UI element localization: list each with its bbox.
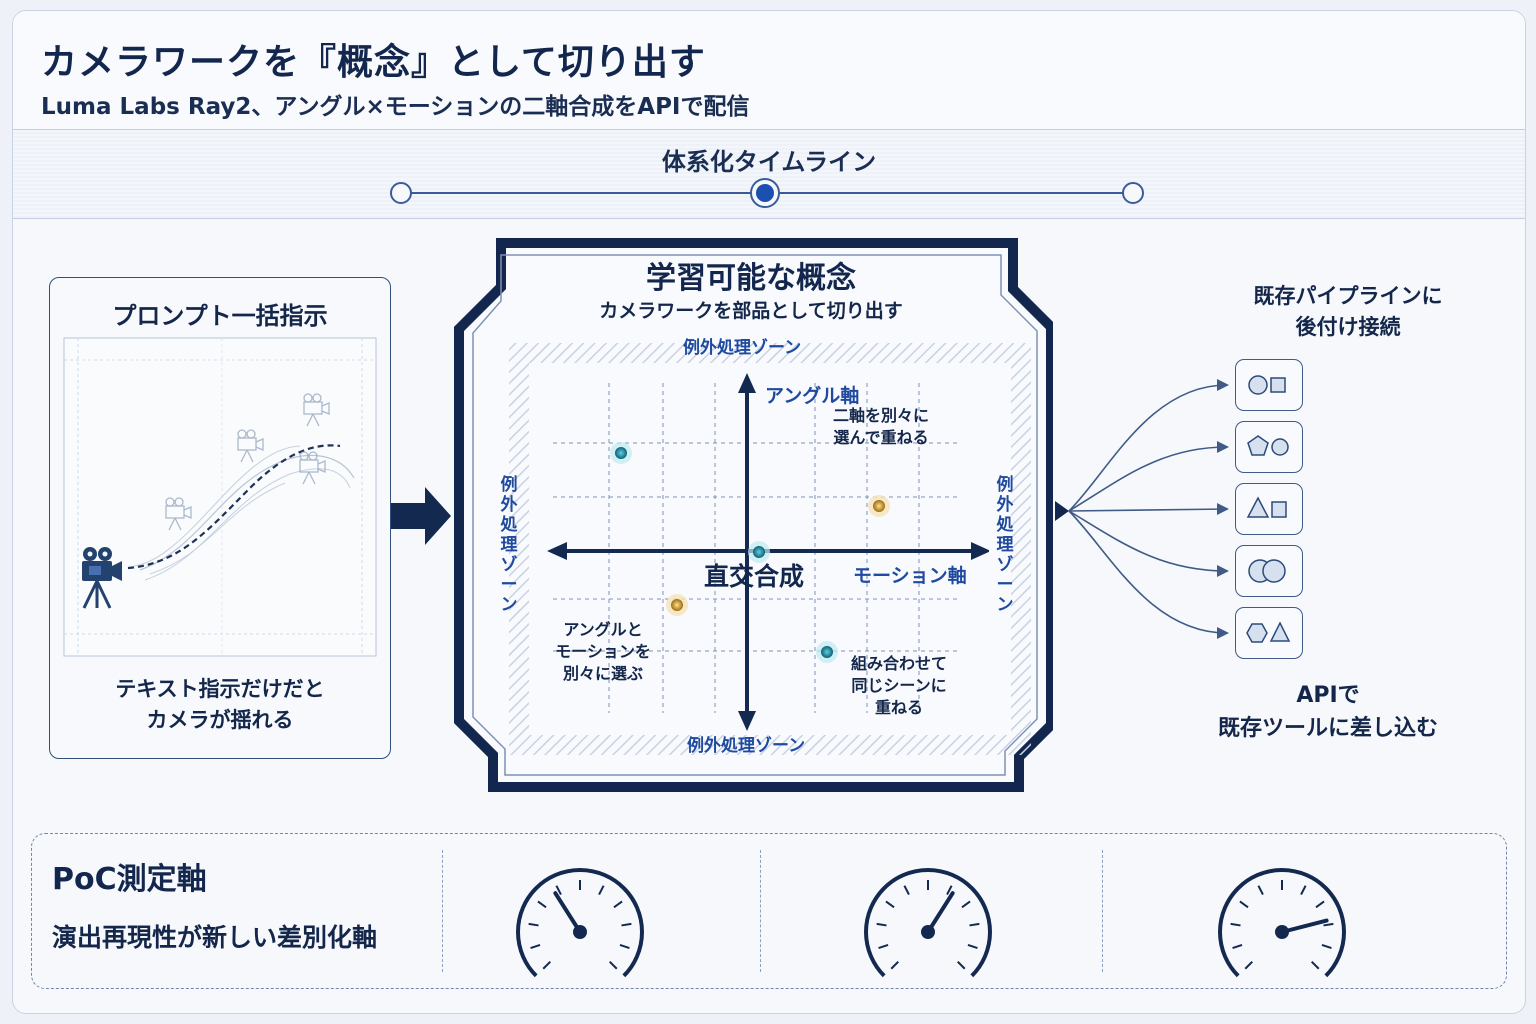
divider	[442, 850, 443, 972]
infographic-frame: カメラワークを『概念』として切り出す Luma Labs Ray2、アングル×モ…	[12, 10, 1526, 1014]
page-subtitle: Luma Labs Ray2、アングル×モーションの二軸合成をAPIで配信	[41, 94, 750, 120]
page-title: カメラワークを『概念』として切り出す	[41, 42, 706, 83]
exception-zone-label-right: 例外処理ゾーン	[996, 475, 1014, 615]
module-pentagon-circle	[1235, 421, 1303, 473]
header: カメラワークを『概念』として切り出す Luma Labs Ray2、アングル×モ…	[13, 11, 1525, 130]
exception-zone-label-top: 例外処理ゾーン	[683, 338, 802, 358]
prompt-panel-caption: テキスト指示だけだと カメラが揺れる	[50, 674, 390, 736]
module-triangle-square	[1235, 483, 1303, 535]
concept-subtitle: カメラワークを部品として切り出す	[599, 300, 903, 322]
timeline-step-3	[1122, 182, 1144, 204]
api-caption: APIで 既存ツールに差し込む	[1217, 683, 1438, 741]
poc-title: PoC測定軸	[52, 862, 207, 897]
prompt-panel-title: プロンプト一括指示	[112, 302, 328, 330]
caption-line: カメラが揺れる	[146, 708, 294, 732]
exception-zone-label-left: 例外処理ゾーン	[500, 475, 518, 615]
divider	[760, 850, 761, 972]
pipeline-title: 既存パイプラインに 後付け接続	[1253, 284, 1443, 339]
shaky-camera-illustration	[63, 337, 377, 657]
concept-panel-frame	[454, 238, 1053, 792]
gauge-icon	[1218, 868, 1346, 978]
prompt-panel: プロンプト一括指示	[49, 277, 391, 759]
hexagon-triangle-icon	[1246, 621, 1291, 643]
data-point	[671, 599, 683, 611]
module-circle-square	[1235, 359, 1303, 411]
data-point	[615, 447, 627, 459]
orthogonal-synthesis-label: 直交合成	[703, 562, 804, 591]
exception-zone-label-bottom: 例外処理ゾーン	[687, 736, 806, 756]
gauge-icon	[864, 868, 992, 978]
timeline-track	[390, 178, 1144, 208]
gauges	[516, 868, 1346, 978]
timeline-step-1	[390, 182, 412, 204]
fan-out-connectors	[1055, 379, 1229, 639]
module-hexagon-triangle	[1235, 607, 1303, 659]
note-bottom-left: アングルと モーションを 別々に選ぶ	[555, 620, 651, 683]
data-point	[821, 646, 833, 658]
timeline-band: 体系化タイムライン	[13, 130, 1525, 219]
poc-subtitle: 演出再現性が新しい差別化軸	[52, 923, 378, 952]
video-camera-icon	[82, 547, 122, 609]
data-point	[873, 500, 885, 512]
module-two-circles	[1235, 545, 1303, 597]
gauge-needle	[926, 891, 955, 934]
poc-panel: PoC測定軸 演出再現性が新しい差別化軸	[31, 833, 1507, 989]
gauge-needle	[553, 891, 582, 934]
gauge-needle	[1280, 918, 1329, 934]
orthogonal-axes	[547, 373, 989, 731]
note-top-right: 二軸を別々に 選んで重ねる	[832, 406, 929, 447]
triangle-square-icon	[1246, 496, 1287, 518]
data-point	[753, 546, 765, 558]
motion-axis-label: モーション軸	[853, 565, 967, 587]
pentagon-circle-icon	[1247, 435, 1289, 456]
divider	[1102, 850, 1103, 972]
concept-title: 学習可能な概念	[646, 261, 856, 296]
note-bottom-right: 組み合わせて 同じシーンに 重ねる	[850, 654, 947, 717]
flow-arrow-icon	[391, 487, 451, 545]
caption-line: テキスト指示だけだと	[115, 677, 325, 701]
angle-axis-label: アングル軸	[765, 385, 860, 407]
circle-square-icon	[1248, 375, 1286, 395]
two-circles-icon	[1248, 559, 1286, 583]
gauge-icon	[516, 868, 644, 978]
timeline-title: 体系化タイムライン	[661, 148, 877, 176]
